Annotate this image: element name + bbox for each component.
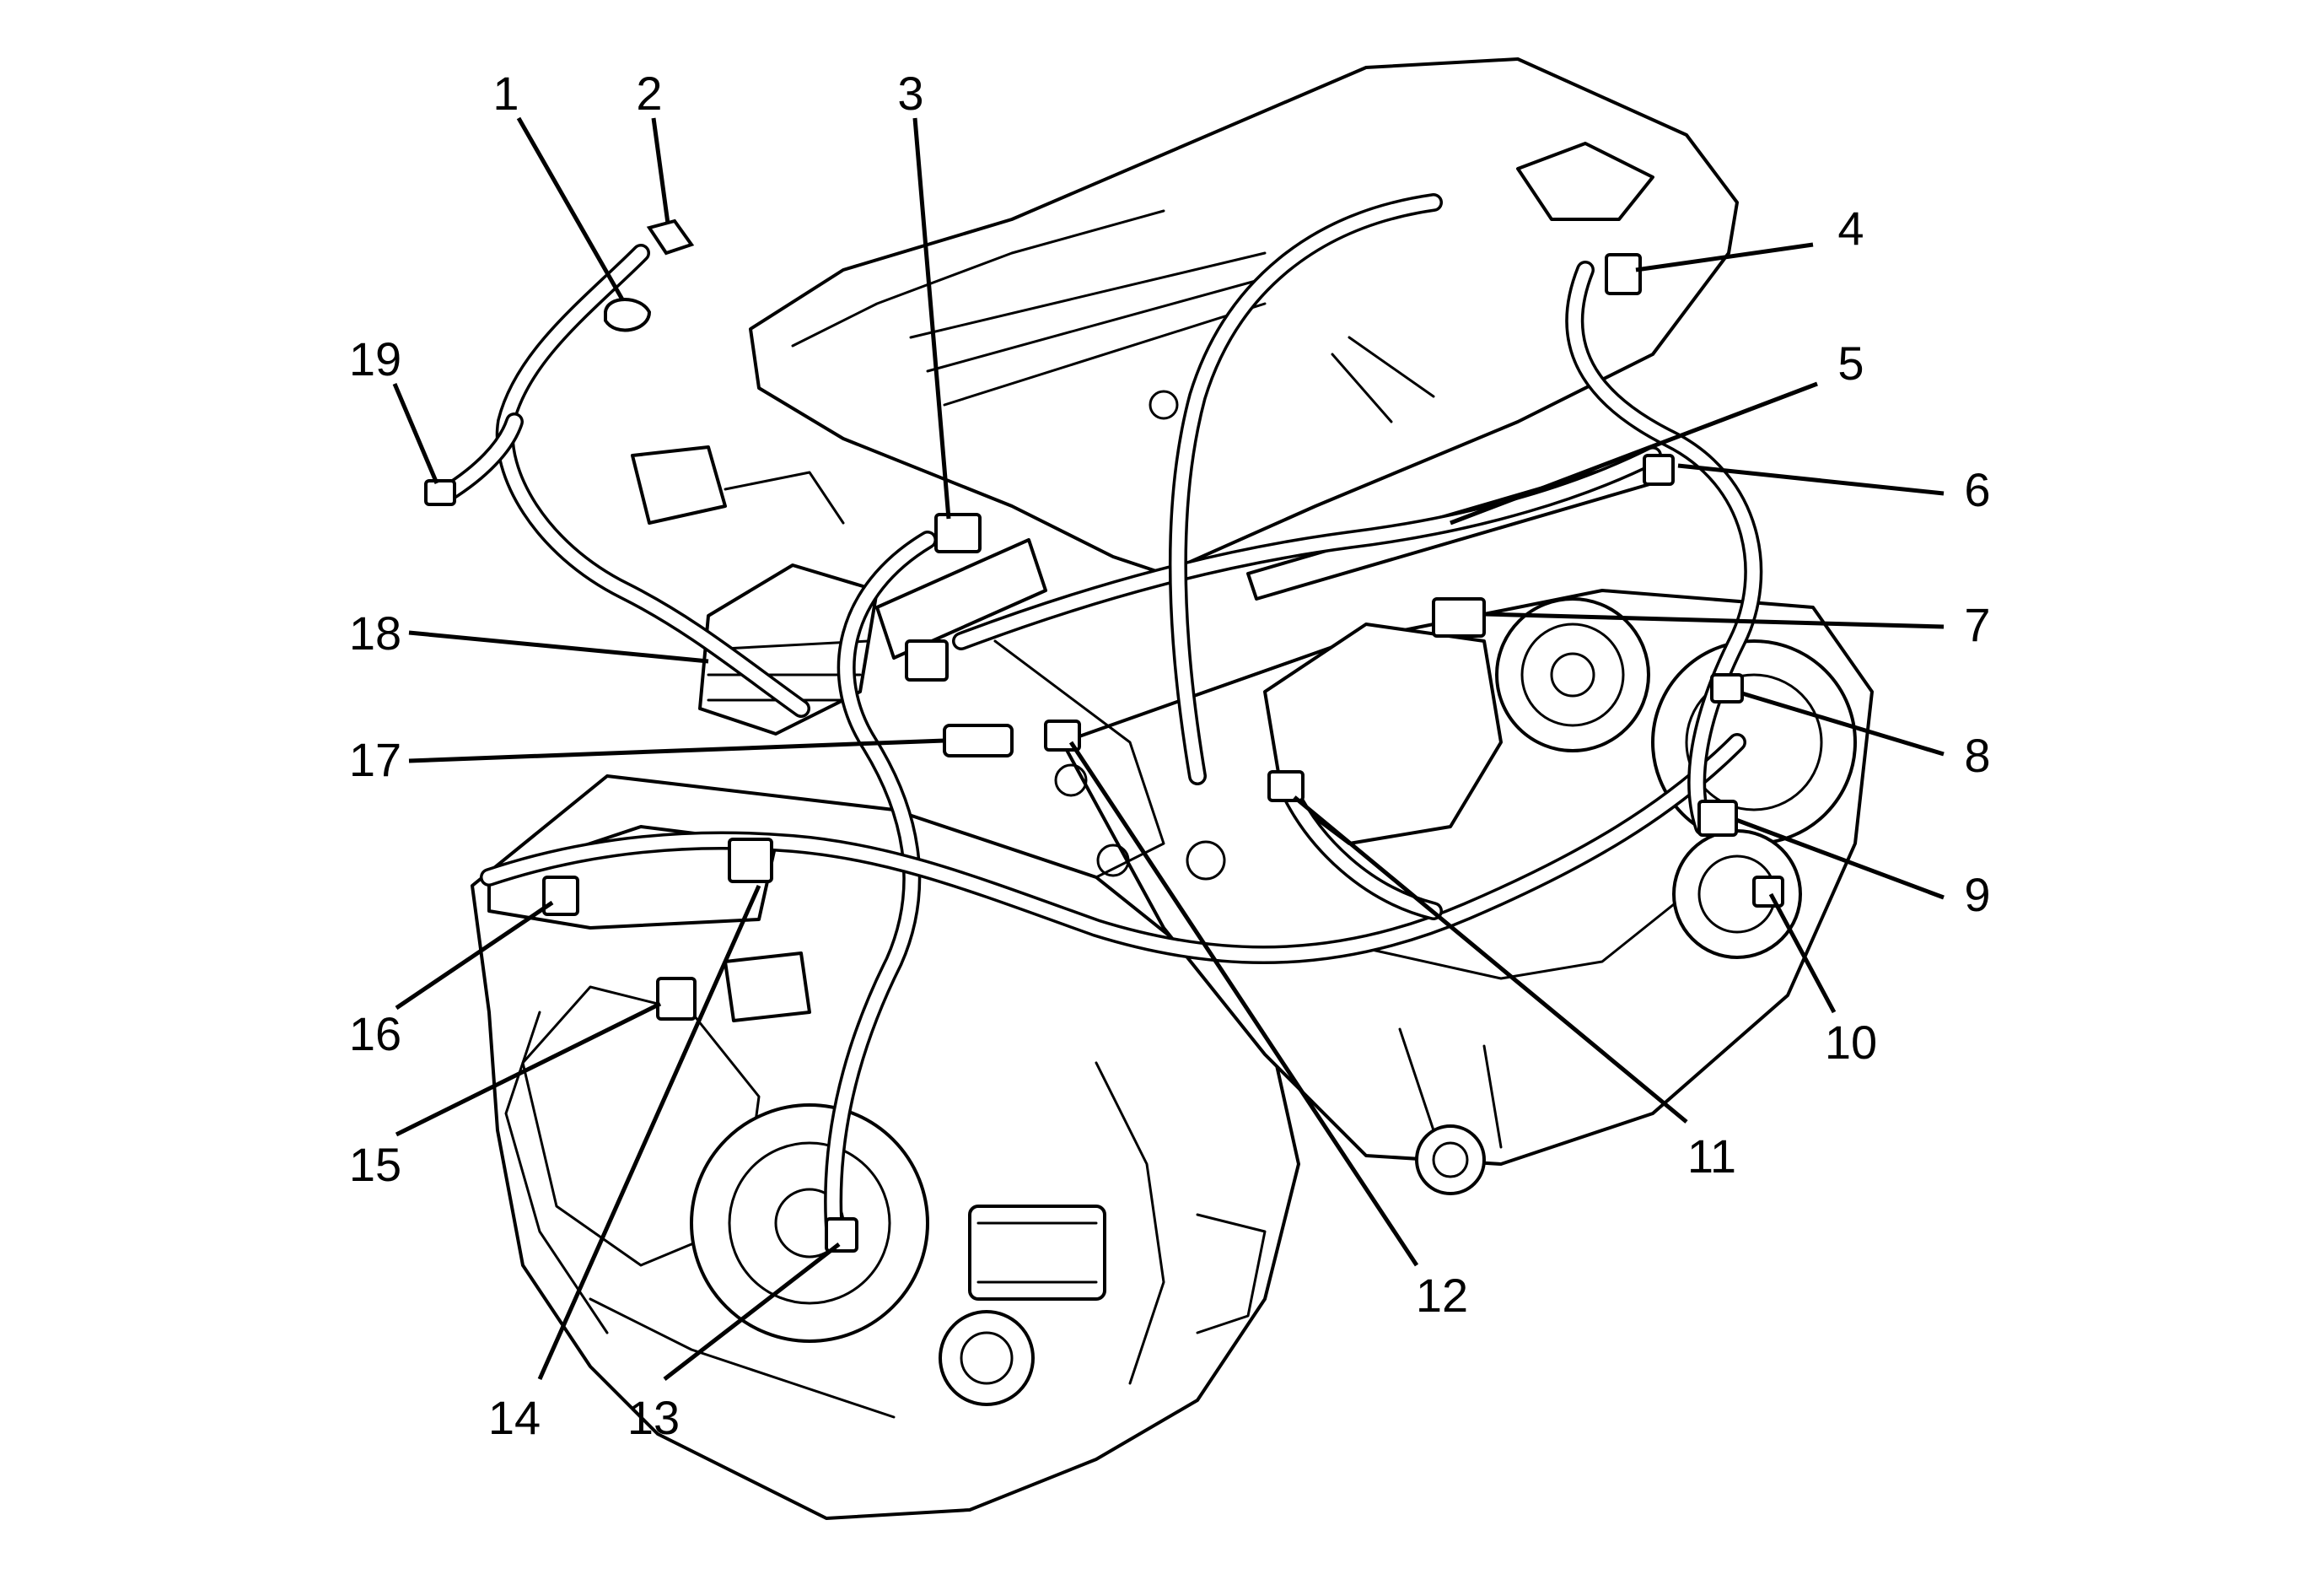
relay [631, 445, 727, 525]
callout-5: 5 [1837, 337, 1864, 390]
callout-17: 17 [349, 733, 401, 786]
oil-fill-cap [1516, 142, 1654, 221]
oil-drain-plug [1415, 1124, 1486, 1195]
callout-13: 13 [627, 1391, 680, 1444]
callout-16: 16 [349, 1007, 401, 1060]
callout-11: 11 [1687, 1129, 1736, 1183]
callout-4: 4 [1837, 202, 1864, 255]
callout-10: 10 [1825, 1016, 1877, 1069]
engine-illustration [471, 57, 1874, 1520]
control-module [698, 563, 879, 736]
callout-2: 2 [636, 67, 662, 120]
intake-runner [875, 538, 1047, 660]
callout-6: 6 [1964, 463, 1990, 516]
callout-19: 19 [349, 332, 401, 385]
wiring-harness [438, 193, 1763, 1249]
torque-converter-cover [690, 1103, 929, 1343]
callout-14: 14 [488, 1391, 541, 1444]
callout-1: 1 [492, 67, 519, 120]
callout-18: 18 [349, 606, 401, 660]
callout-12: 12 [1416, 1269, 1468, 1322]
callout-8: 8 [1964, 729, 1990, 782]
throttle-body [1495, 597, 1650, 752]
callout-15: 15 [349, 1138, 401, 1191]
output-seal [939, 1310, 1035, 1406]
leader-lines [392, 116, 1945, 1381]
callout-3: 3 [897, 67, 923, 120]
solenoid-block [968, 1205, 1106, 1301]
callout-9: 9 [1964, 868, 1990, 921]
callout-7: 7 [1964, 598, 1990, 651]
callout-labels: 1 2 3 4 5 6 7 8 9 10 11 12 13 14 15 16 1… [349, 67, 1991, 1444]
alternator [1651, 639, 1857, 845]
